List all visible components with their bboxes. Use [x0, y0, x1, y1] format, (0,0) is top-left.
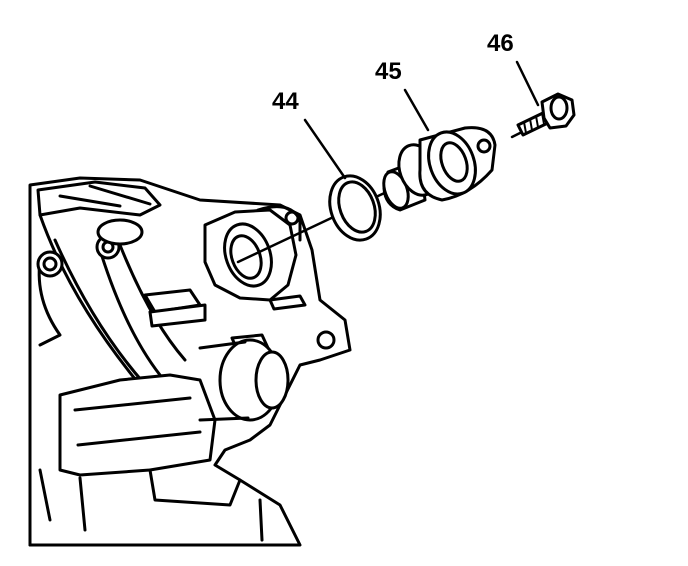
leader-46	[517, 62, 538, 105]
callout-46: 46	[487, 30, 514, 57]
callout-45: 45	[375, 58, 402, 85]
leader-44	[305, 120, 345, 178]
transmission-housing	[30, 178, 350, 545]
o-ring-seal	[321, 169, 389, 247]
callout-44: 44	[272, 88, 299, 115]
leader-45	[405, 90, 428, 130]
mounting-bolt	[512, 94, 574, 137]
position-sensor	[379, 125, 495, 211]
